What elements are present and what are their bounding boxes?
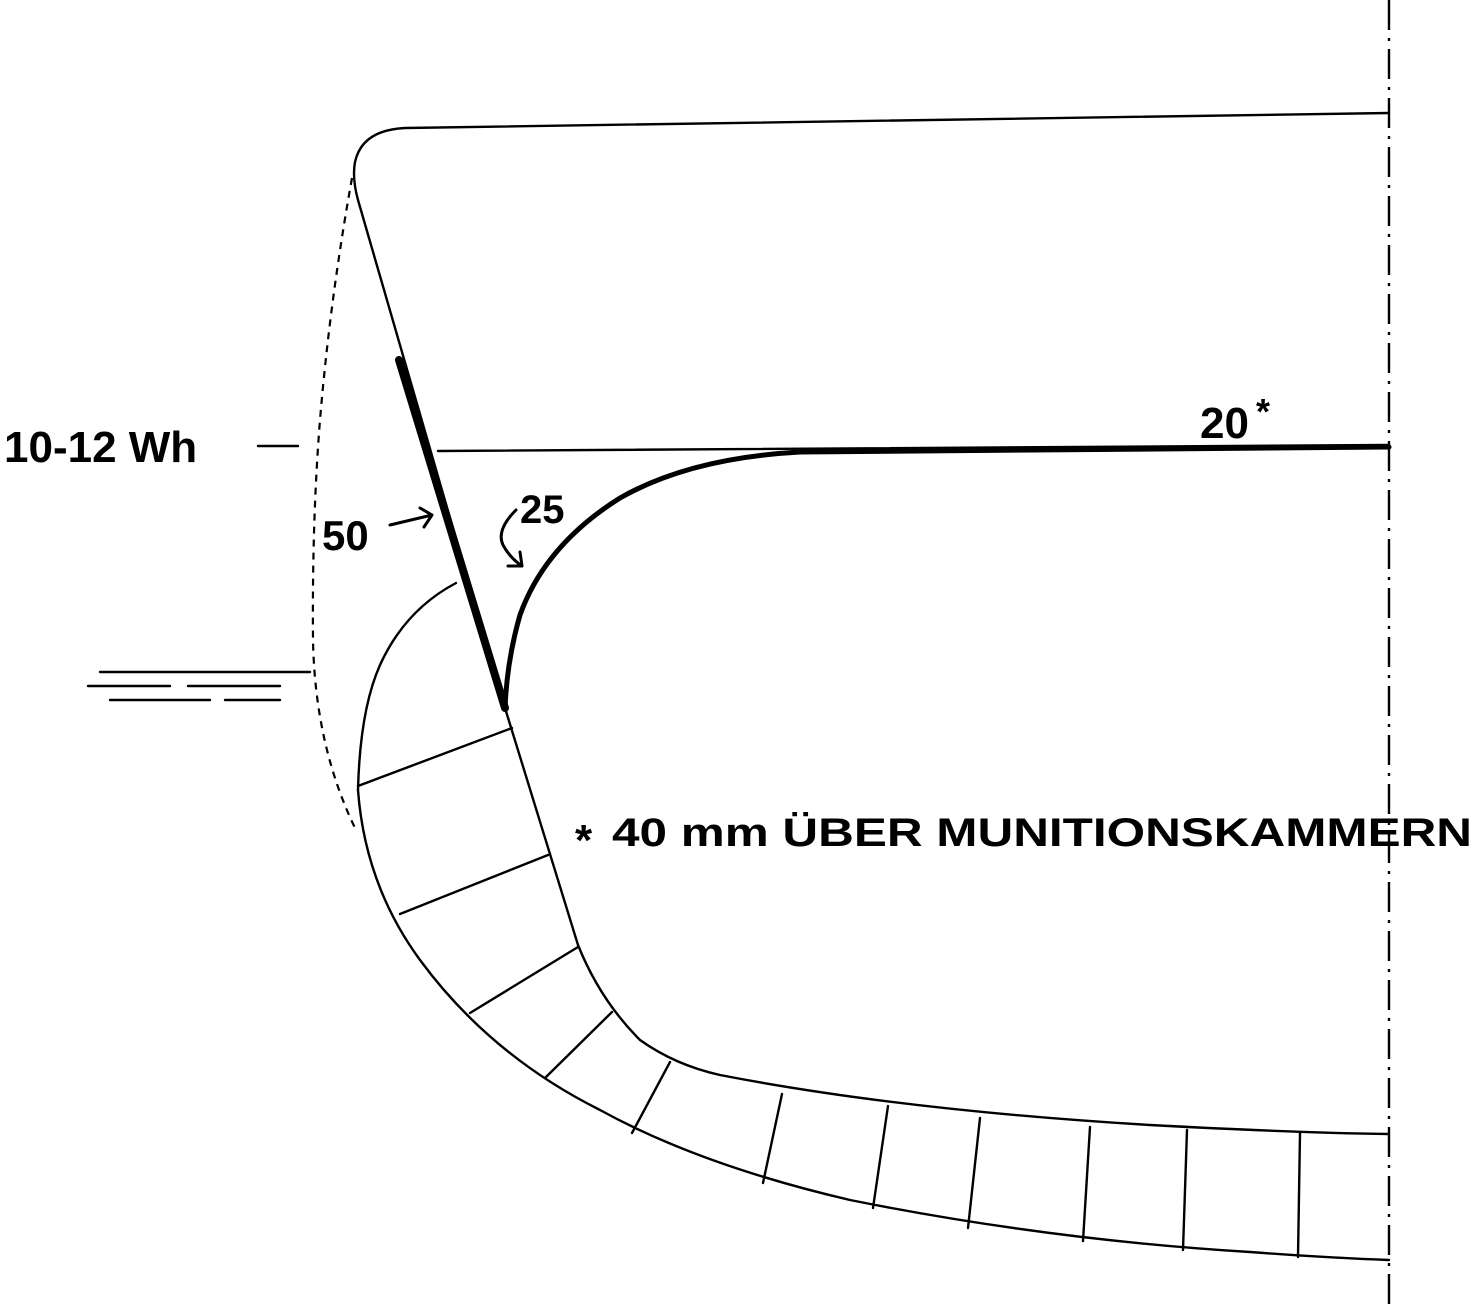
outer-hull — [356, 788, 1391, 1262]
slope-thickness-label: 25 — [520, 488, 565, 532]
belt-thickness-label: 50 — [322, 512, 369, 559]
side-armor-belt — [395, 356, 509, 712]
slope-thickness-arrow — [499, 508, 524, 568]
armored-deck-slope — [502, 444, 1392, 711]
footnote-text: 40 mm ÜBER MUNITIONSKAMMERN — [612, 810, 1472, 855]
torpedo-bulge — [356, 581, 458, 792]
belt-thickness-arrow — [388, 506, 434, 529]
waterline-belt-label: 10-12 Wh — [4, 423, 197, 472]
footnote-mark: * — [575, 816, 593, 865]
inner-bottom — [503, 706, 1391, 1136]
outer-hull-dashed — [311, 177, 356, 829]
deck-thickness-label: 20 — [1200, 399, 1249, 448]
double-bottom-frames — [356, 726, 1302, 1259]
upper-deck-outline — [352, 111, 1391, 710]
deck-footnote-mark: * — [1256, 391, 1270, 432]
waterline-marks — [86, 670, 312, 702]
